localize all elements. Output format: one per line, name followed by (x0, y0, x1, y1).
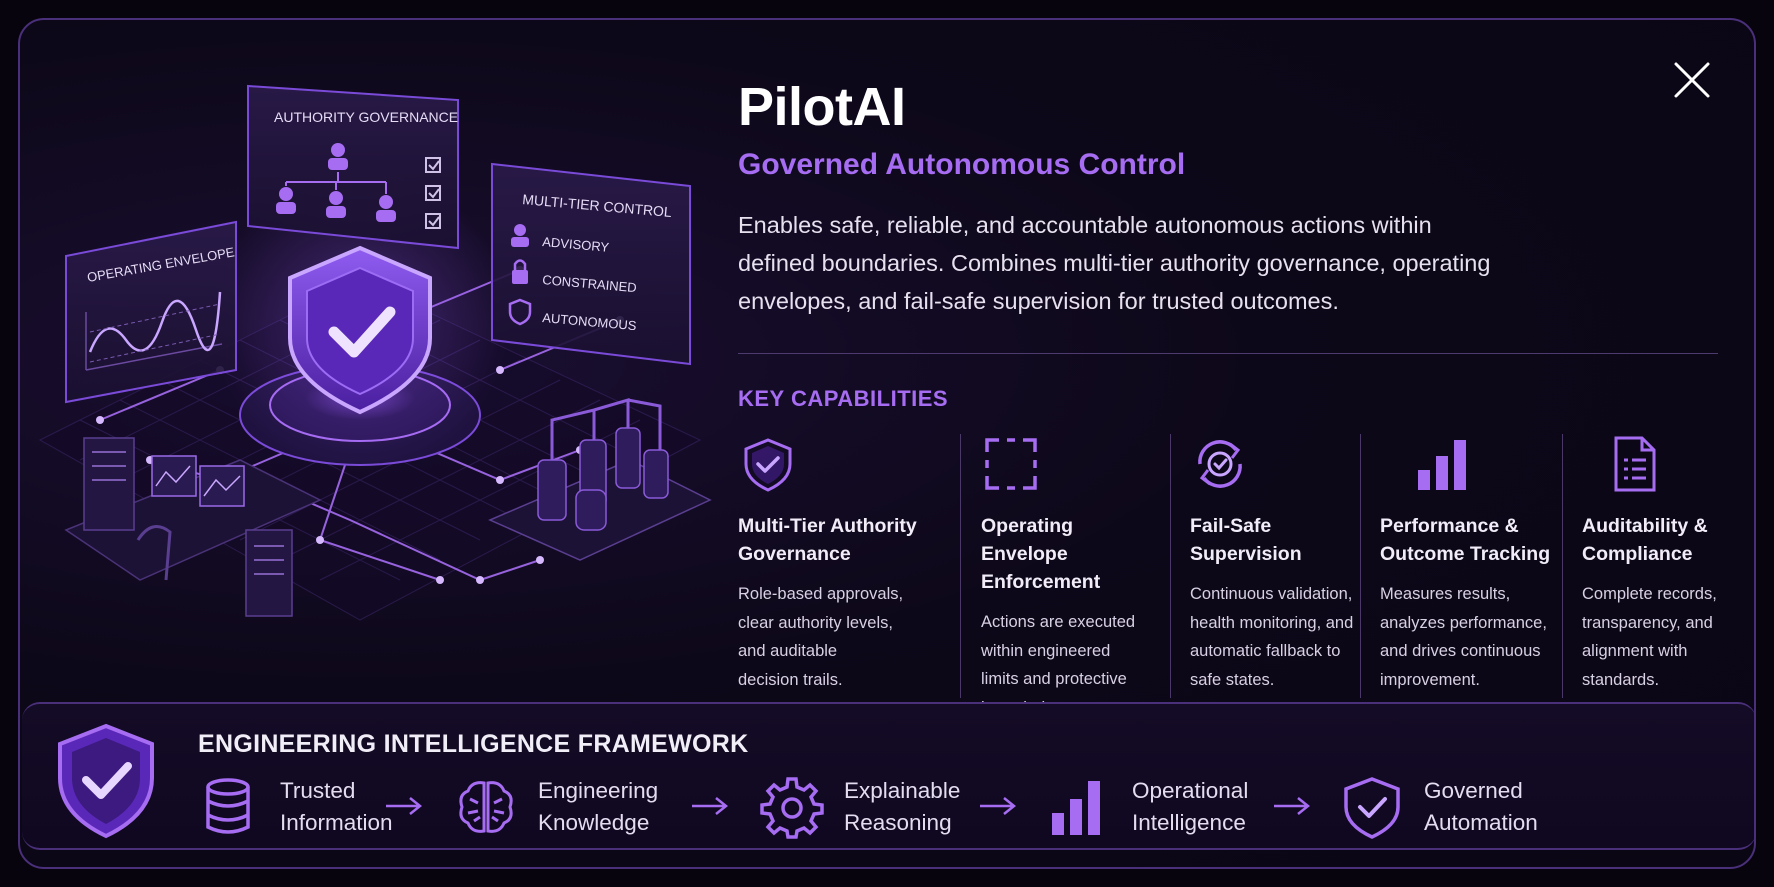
arrow-right-icon (978, 794, 1018, 818)
capability-item: Multi-Tier Authority Governance Role-bas… (738, 434, 918, 698)
framework-bar: ENGINEERING INTELLIGENCE FRAMEWORK Trust… (22, 702, 1754, 850)
capability-item: Performance & Outcome Tracking Measures … (1380, 434, 1560, 698)
capability-title: Operating Envelope Enforcement (981, 515, 1101, 593)
framework-step-label: Engineering Knowledge (538, 778, 659, 835)
framework-step: Governed Automation (1340, 772, 1538, 842)
framework-step: Operational Intelligence (1048, 772, 1248, 842)
failsafe-cycle-icon (1190, 434, 1250, 494)
industrial-plant-graphic (488, 397, 712, 561)
capability-text: Continuous validation, health monitoring… (1190, 585, 1354, 689)
framework-step: Explainable Reasoning (760, 772, 960, 842)
close-button[interactable] (1670, 58, 1714, 102)
capability-item: Auditability & Compliance Complete recor… (1582, 434, 1728, 698)
capability-separator (1360, 434, 1361, 698)
product-description: Enables safe, reliable, and accountable … (738, 212, 1491, 314)
shield-check-icon (1340, 775, 1404, 839)
capability-separator (1170, 434, 1171, 698)
multitier-item: ADVISORY (542, 234, 610, 255)
shield-check-icon (738, 434, 798, 494)
hero-illustration: AUTHORITY GOVERNANCE OPERATING ENVELOPE (20, 20, 720, 700)
capability-separator (1562, 434, 1563, 698)
bar-chart-icon (1048, 775, 1112, 839)
capability-title: Multi-Tier Authority Governance (738, 515, 917, 565)
envelope-frame-icon (981, 434, 1041, 494)
product-title: PilotAI (738, 77, 906, 137)
capability-title: Performance & Outcome Tracking (1380, 515, 1551, 565)
close-icon (1674, 62, 1710, 98)
product-subtitle: Governed Autonomous Control (738, 148, 1186, 181)
framework-step-label: Governed Automation (1424, 778, 1538, 835)
capability-text: Role-based approvals, clear authority le… (738, 585, 904, 689)
framework-shield-icon (56, 722, 156, 840)
capability-text: Complete records, transparency, and alig… (1582, 585, 1717, 689)
framework-step: Engineering Knowledge (454, 772, 658, 842)
capability-item: Operating Envelope Enforcement Actions a… (981, 434, 1161, 717)
framework-title: ENGINEERING INTELLIGENCE FRAMEWORK (198, 730, 749, 758)
framework-step-label: Operational Intelligence (1132, 778, 1249, 835)
arrow-right-icon (690, 794, 730, 818)
capability-separator (960, 434, 961, 698)
arrow-right-icon (384, 794, 424, 818)
capability-text: Measures results, analyzes performance, … (1380, 585, 1547, 689)
pilotai-card: AUTHORITY GOVERNANCE OPERATING ENVELOPE (18, 18, 1756, 869)
key-capabilities-heading: KEY CAPABILITIES (738, 386, 949, 411)
capability-item: Fail-Safe Supervision Continuous validat… (1190, 434, 1360, 698)
arrow-right-icon (1272, 794, 1312, 818)
framework-step-label: Explainable Reasoning (844, 778, 961, 835)
brain-icon (454, 775, 518, 839)
control-room-graphic (64, 437, 322, 617)
gear-icon (760, 775, 824, 839)
capability-title: Auditability & Compliance (1582, 515, 1708, 565)
framework-step-label: Trusted Information (280, 778, 393, 835)
section-divider (738, 353, 1718, 354)
document-icon (1604, 434, 1664, 494)
capability-title: Fail-Safe Supervision (1190, 515, 1302, 565)
capabilities-row: Multi-Tier Authority Governance Role-bas… (738, 434, 1728, 717)
bar-chart-icon (1416, 434, 1476, 494)
framework-step: Trusted Information (196, 772, 393, 842)
panel-authority-label: AUTHORITY GOVERNANCE (274, 109, 458, 125)
database-icon (196, 775, 260, 839)
